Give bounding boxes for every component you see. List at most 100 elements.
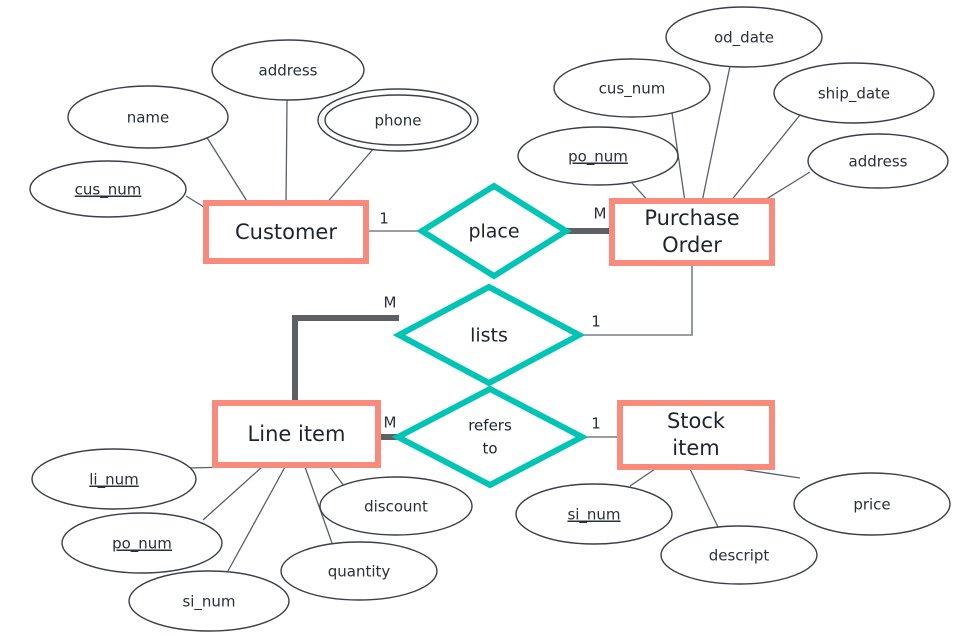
- relationship-diamond: [416, 182, 572, 280]
- entity-line_item[interactable]: Line item: [212, 400, 381, 468]
- relationship-label: to: [482, 440, 497, 458]
- entity-box: [617, 400, 775, 470]
- relationship-label: refers: [468, 417, 512, 435]
- entity-label: Order: [662, 233, 722, 257]
- cardinality-label-refers-stock: 1: [591, 415, 601, 433]
- cardinality-label-lineitem-lists: M: [384, 294, 397, 312]
- attribute-cus_address[interactable]: address: [211, 39, 365, 101]
- cardinality-label-lists-purchase: 1: [591, 313, 601, 331]
- attribute-layer: cus_numnameaddressphonepo_numcus_numod_d…: [29, 6, 951, 632]
- attribute-connector: [629, 468, 656, 487]
- attribute-si_descript[interactable]: descript: [660, 525, 818, 585]
- attribute-li_po_num[interactable]: po_num: [61, 512, 223, 574]
- attribute-connector: [202, 466, 263, 521]
- attribute-cus_phone[interactable]: phone: [317, 88, 479, 152]
- relationship-diamond: [391, 385, 589, 489]
- attribute-cus_cus_num[interactable]: cus_num: [29, 160, 187, 218]
- attribute-ellipse: [553, 58, 711, 118]
- attribute-li_quantity[interactable]: quantity: [280, 541, 438, 601]
- attribute-label: cus_num: [75, 181, 142, 200]
- attribute-ellipse: [280, 541, 438, 601]
- attribute-label: od_date: [714, 29, 774, 48]
- attribute-label: quantity: [328, 563, 391, 581]
- cardinality-label-place-purchase: M: [594, 205, 607, 223]
- attribute-label: address: [259, 62, 318, 80]
- attribute-po_ship_date[interactable]: ship_date: [773, 62, 935, 124]
- attribute-label: cus_num: [599, 80, 666, 99]
- entity-label: item: [672, 436, 719, 460]
- attribute-po_address[interactable]: address: [807, 133, 949, 189]
- attribute-connector: [285, 99, 288, 205]
- attribute-connector: [701, 65, 731, 203]
- attribute-label: si_num: [182, 593, 235, 612]
- attribute-label: po_num: [568, 148, 628, 167]
- relationship-connector-lineitem-lists: [292, 315, 399, 403]
- attribute-ellipse: [807, 133, 949, 189]
- attribute-ellipse: [517, 126, 679, 186]
- entity-box: [212, 400, 381, 468]
- entity-box: [203, 200, 369, 264]
- relationship-label: lists: [470, 325, 508, 347]
- attribute-li_discount[interactable]: discount: [319, 476, 473, 536]
- relationship-lists[interactable]: lists: [392, 283, 586, 387]
- relationship-place[interactable]: place: [416, 182, 572, 280]
- entity-label: Customer: [235, 220, 337, 244]
- attribute-po_cus_num[interactable]: cus_num: [553, 58, 711, 118]
- attribute-ellipse: [61, 512, 223, 574]
- attribute-li_li_num[interactable]: li_num: [31, 448, 197, 510]
- relationship-layer: place lists refers to: [391, 182, 589, 489]
- multivalued-inner-ellipse: [324, 94, 472, 146]
- relationship-refers_to[interactable]: refers to: [391, 385, 589, 489]
- attribute-ellipse: [773, 62, 935, 124]
- attribute-connector: [729, 114, 801, 203]
- attribute-connector: [205, 135, 251, 207]
- attribute-label: name: [127, 109, 170, 127]
- attribute-connector: [689, 468, 719, 528]
- attribute-connector: [759, 171, 811, 204]
- attribute-li_si_num[interactable]: si_num: [128, 570, 290, 632]
- attribute-ellipse: [211, 39, 365, 101]
- attribute-label: ship_date: [818, 85, 890, 104]
- attribute-po_po_num[interactable]: po_num: [517, 126, 679, 186]
- relationship-label: place: [468, 221, 519, 243]
- relationship-diamond: [392, 283, 586, 387]
- entity-label: Line item: [248, 422, 346, 446]
- attribute-si_si_num[interactable]: si_num: [515, 483, 673, 545]
- attribute-ellipse: [67, 85, 229, 149]
- attribute-label: li_num: [89, 471, 138, 490]
- attribute-label: po_num: [112, 535, 172, 554]
- attribute-connector: [304, 466, 333, 544]
- attribute-si_price[interactable]: price: [793, 472, 951, 536]
- attribute-ellipse: [665, 6, 823, 68]
- attribute-ellipse: [128, 570, 290, 632]
- attribute-label: address: [849, 153, 908, 171]
- cardinality-label-customer-place: 1: [379, 210, 389, 228]
- attribute-connector: [227, 466, 286, 572]
- entity-box: [609, 198, 775, 266]
- cardinality-label-lineitem-refers: M: [384, 414, 397, 432]
- attribute-ellipse: [660, 525, 818, 585]
- attribute-connector: [739, 468, 801, 479]
- attribute-connector: [329, 466, 345, 487]
- attribute-ellipse: [515, 483, 673, 545]
- attribute-connector: [324, 147, 375, 206]
- attribute-ellipse: [29, 160, 187, 218]
- attribute-label: descript: [709, 547, 770, 565]
- attribute-ellipse: [793, 472, 951, 536]
- attribute-ellipse: [319, 476, 473, 536]
- attribute-label: price: [853, 496, 890, 514]
- relationship-connector-lists-purchase: [579, 263, 693, 336]
- attribute-ellipse: [31, 448, 197, 510]
- entity-customer[interactable]: Customer: [203, 200, 369, 264]
- attribute-label: discount: [364, 498, 428, 516]
- attribute-cus_name[interactable]: name: [67, 85, 229, 149]
- attribute-po_od_date[interactable]: od_date: [665, 6, 823, 68]
- attribute-label: si_num: [567, 506, 620, 525]
- attribute-label: phone: [375, 112, 422, 130]
- entity-label: Purchase: [644, 206, 739, 230]
